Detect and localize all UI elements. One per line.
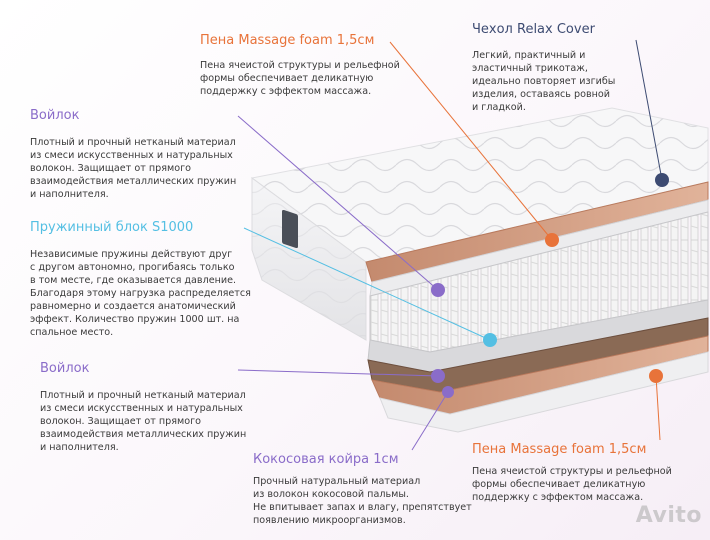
connector-spring-block [243,227,491,341]
marker-felt-top [431,283,445,297]
callout-massage-foam-bottom: Пена Massage foam 1,5см Пена ячеистой ст… [472,442,672,504]
callout-description: Пена ячеистой структуры и рельефной форм… [200,60,400,97]
connector-relax-cover [635,39,663,181]
callout-title: Пена Massage foam 1,5см [200,33,375,48]
callout-description: Прочный натуральный материал из волокон … [253,476,472,526]
callout-title: Войлок [40,361,90,376]
callout-title: Пружинный блок S1000 [30,220,194,235]
callout-felt-top: Войлок Плотный и прочный нетканый матери… [30,108,236,201]
callout-felt-bottom: Войлок Плотный и прочный нетканый матери… [40,361,246,454]
callout-description: Плотный и прочный нетканый материал из с… [40,390,247,453]
callout-massage-foam-top: Пена Massage foam 1,5см Пена ячеистой ст… [200,33,400,98]
connector-massage-bottom [655,375,661,441]
mattress-base-cover [379,351,709,433]
callout-description: Пена ячеистой структуры и рельефной форм… [472,466,672,503]
connector-massage-top [389,41,553,241]
marker-relax-cover [655,173,669,187]
callout-title: Пена Massage foam 1,5см [472,442,647,457]
connector-coconut [411,391,449,451]
marker-felt-bottom [431,369,445,383]
callout-description: Легкий, практичный и эластичный трикотаж… [472,50,616,113]
marker-massage-bottom [649,369,663,383]
callout-coconut-coir: Кокосовая койра 1см Прочный натуральный … [253,452,472,527]
marker-coconut [442,386,454,398]
marker-massage-top [545,233,559,247]
brand-label-tag [282,209,298,249]
callout-description: Независимые пружины действуют друг с дру… [30,249,251,338]
marker-spring-block [483,333,497,347]
connector-felt-top [237,115,439,291]
callout-title: Кокосовая койра 1см [253,452,399,467]
callout-spring-block: Пружинный блок S1000 Независимые пружины… [30,220,251,339]
avito-watermark: Avito [635,503,702,528]
callout-title: Чехол Relax Cover [472,22,595,37]
callout-title: Войлок [30,108,80,123]
connector-felt-bottom [237,369,439,377]
callout-relax-cover: Чехол Relax Cover Легкий, практичный и э… [472,22,615,114]
callout-description: Плотный и прочный нетканый материал из с… [30,137,237,200]
